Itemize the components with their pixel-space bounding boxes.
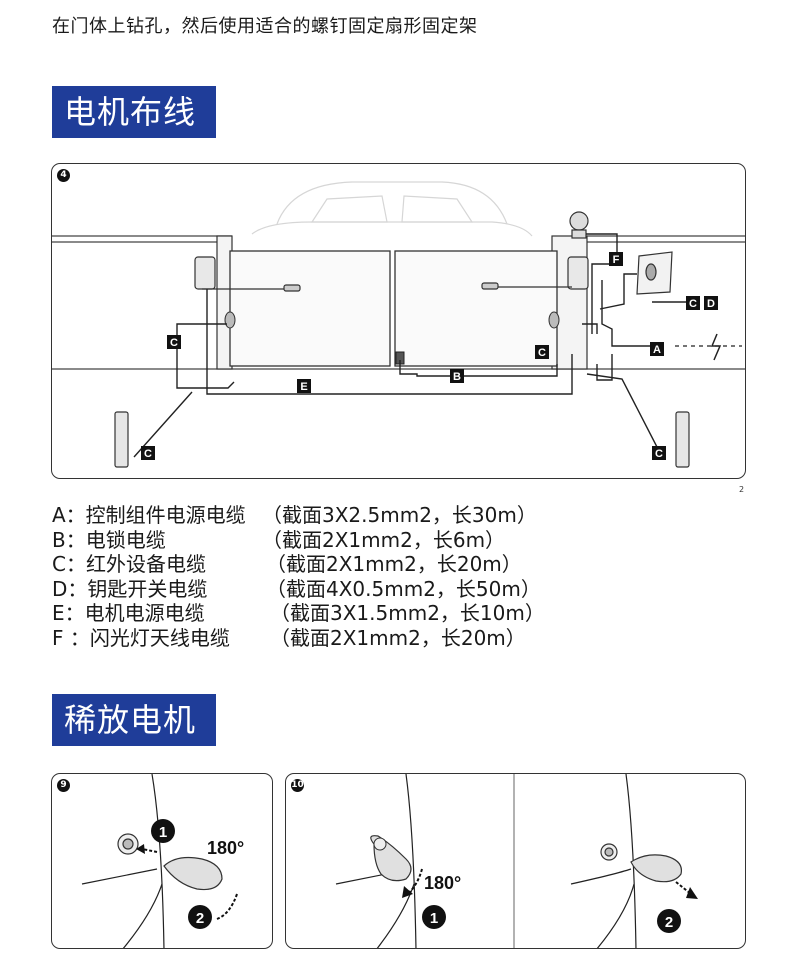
legend-spec: （截面2X1mm2，长6m） <box>262 527 506 552</box>
figure-number-badge: 10 <box>291 779 304 792</box>
legend-spec: （截面4X0.5mm2，长50m） <box>266 576 541 601</box>
label-c-d: C D <box>686 296 718 310</box>
label-e-text: E <box>300 381 307 393</box>
label-c-post-right-text: C <box>655 448 663 460</box>
flashing-light <box>569 211 589 239</box>
release-key-removed <box>630 854 683 883</box>
step-2-label: 2 <box>665 914 673 931</box>
mains-power-icon <box>710 333 722 361</box>
step-2-label: 2 <box>196 910 204 927</box>
gate-leaves <box>229 250 558 367</box>
label-c-right: C <box>535 345 549 359</box>
floor-posts <box>114 411 690 468</box>
label-b: B <box>450 369 464 383</box>
release-illustration-9: 1 2 180° <box>81 774 244 948</box>
angle-label: 180° <box>207 838 244 858</box>
section-heading-motor-wiring: 电机布线 <box>52 86 216 138</box>
wiring-diagram: F C D C C A B E C <box>52 181 745 468</box>
arrow-icon <box>402 886 413 898</box>
label-c-post-right: C <box>652 446 666 460</box>
label-c-right-text: C <box>538 347 546 359</box>
section-heading-motor-release: 稀放电机 <box>52 694 216 746</box>
figure-number-badge: 9 <box>57 779 70 792</box>
step-1-label: 1 <box>159 824 167 841</box>
label-f-text: F <box>613 254 620 266</box>
legend-name: E：电机电源电缆 <box>52 601 205 625</box>
release-illustration-10: 180° 1 2 <box>335 774 698 948</box>
car-silhouette <box>251 181 533 237</box>
figure-number-badge: 4 <box>57 169 70 182</box>
label-b-text: B <box>453 371 461 383</box>
release-figure-10: 10 180° 1 2 <box>285 773 746 949</box>
legend-spec: （截面3X1.5mm2，长10m） <box>270 601 545 625</box>
key-switch <box>636 251 673 295</box>
legend-spec: （截面3X2.5mm2，长30m） <box>262 503 537 527</box>
page-number: 2 <box>739 485 745 494</box>
release-figure-9: 9 1 2 180° <box>51 773 273 949</box>
label-d-text: D <box>707 298 715 310</box>
label-a-text: A <box>653 344 661 356</box>
legend-name: A：控制组件电源电缆 <box>52 503 246 527</box>
angle-label: 180° <box>424 873 461 893</box>
photocell-right <box>548 311 560 329</box>
legend-name: D：钥匙开关电缆 <box>52 576 208 601</box>
lock-cylinder <box>117 833 139 855</box>
label-c-left: C <box>167 335 181 349</box>
lock-cylinder <box>600 843 618 861</box>
arrow-icon <box>686 887 698 899</box>
gate-motors <box>194 256 589 292</box>
label-c-text: C <box>689 298 697 310</box>
step-1-label: 1 <box>430 910 438 927</box>
arrow-icon <box>136 844 145 854</box>
wiring-diagram-figure: 4 <box>51 163 746 479</box>
legend-spec: （截面2X1mm2，长20m） <box>270 625 526 650</box>
label-c-post-left-text: C <box>144 448 152 460</box>
label-a: A <box>650 342 664 356</box>
legend-spec: （截面2X1mm2，长20m） <box>266 552 522 576</box>
release-key <box>163 856 223 891</box>
label-c-post-left: C <box>141 446 155 460</box>
photocell-left <box>224 311 236 329</box>
label-f: F <box>609 252 623 266</box>
label-c-left-text: C <box>170 337 178 349</box>
intro-text: 在门体上钻孔，然后使用适合的螺钉固定扇形固定架 <box>52 16 478 37</box>
legend-name: C：红外设备电缆 <box>52 552 206 576</box>
legend-name: B：电锁电缆 <box>52 527 166 552</box>
label-e: E <box>297 379 311 393</box>
legend-name: F ：闪光灯天线电缆 <box>52 625 230 650</box>
